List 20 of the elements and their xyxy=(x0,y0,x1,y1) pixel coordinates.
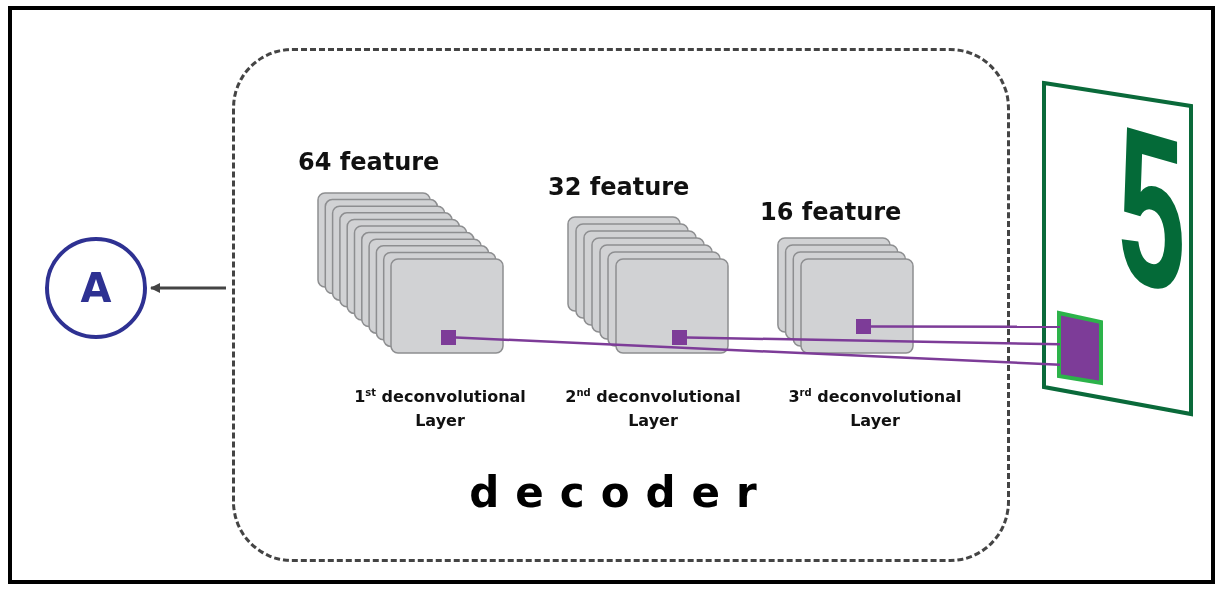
highlight-square xyxy=(441,330,456,345)
connector-line xyxy=(686,336,1061,346)
feature-count-heading: 64 feature xyxy=(298,148,440,176)
digit-image xyxy=(1040,80,1195,416)
highlight-square xyxy=(856,319,871,334)
layer-caption: 2$^{nd}$ deconvolutional Layer xyxy=(564,386,742,433)
feature-count-heading: 16 feature xyxy=(760,198,902,226)
circle-node xyxy=(45,237,147,339)
circle-letter: A xyxy=(80,265,112,311)
arrow xyxy=(150,283,226,293)
digit-text: 5 xyxy=(1118,90,1186,330)
group-title: decoder xyxy=(468,468,774,517)
dashed-group-box xyxy=(232,48,1010,562)
connector-line xyxy=(455,336,1061,366)
layer-caption: 1$^{st}$ deconvolutional Layer xyxy=(353,386,527,433)
connector-line xyxy=(871,325,1060,328)
highlight-square xyxy=(672,330,687,345)
layer-caption: 3$^{rd}$ deconvolutional Layer xyxy=(787,386,963,433)
highlight-patch xyxy=(1056,310,1104,386)
feature-count-heading: 32 feature xyxy=(548,173,690,201)
